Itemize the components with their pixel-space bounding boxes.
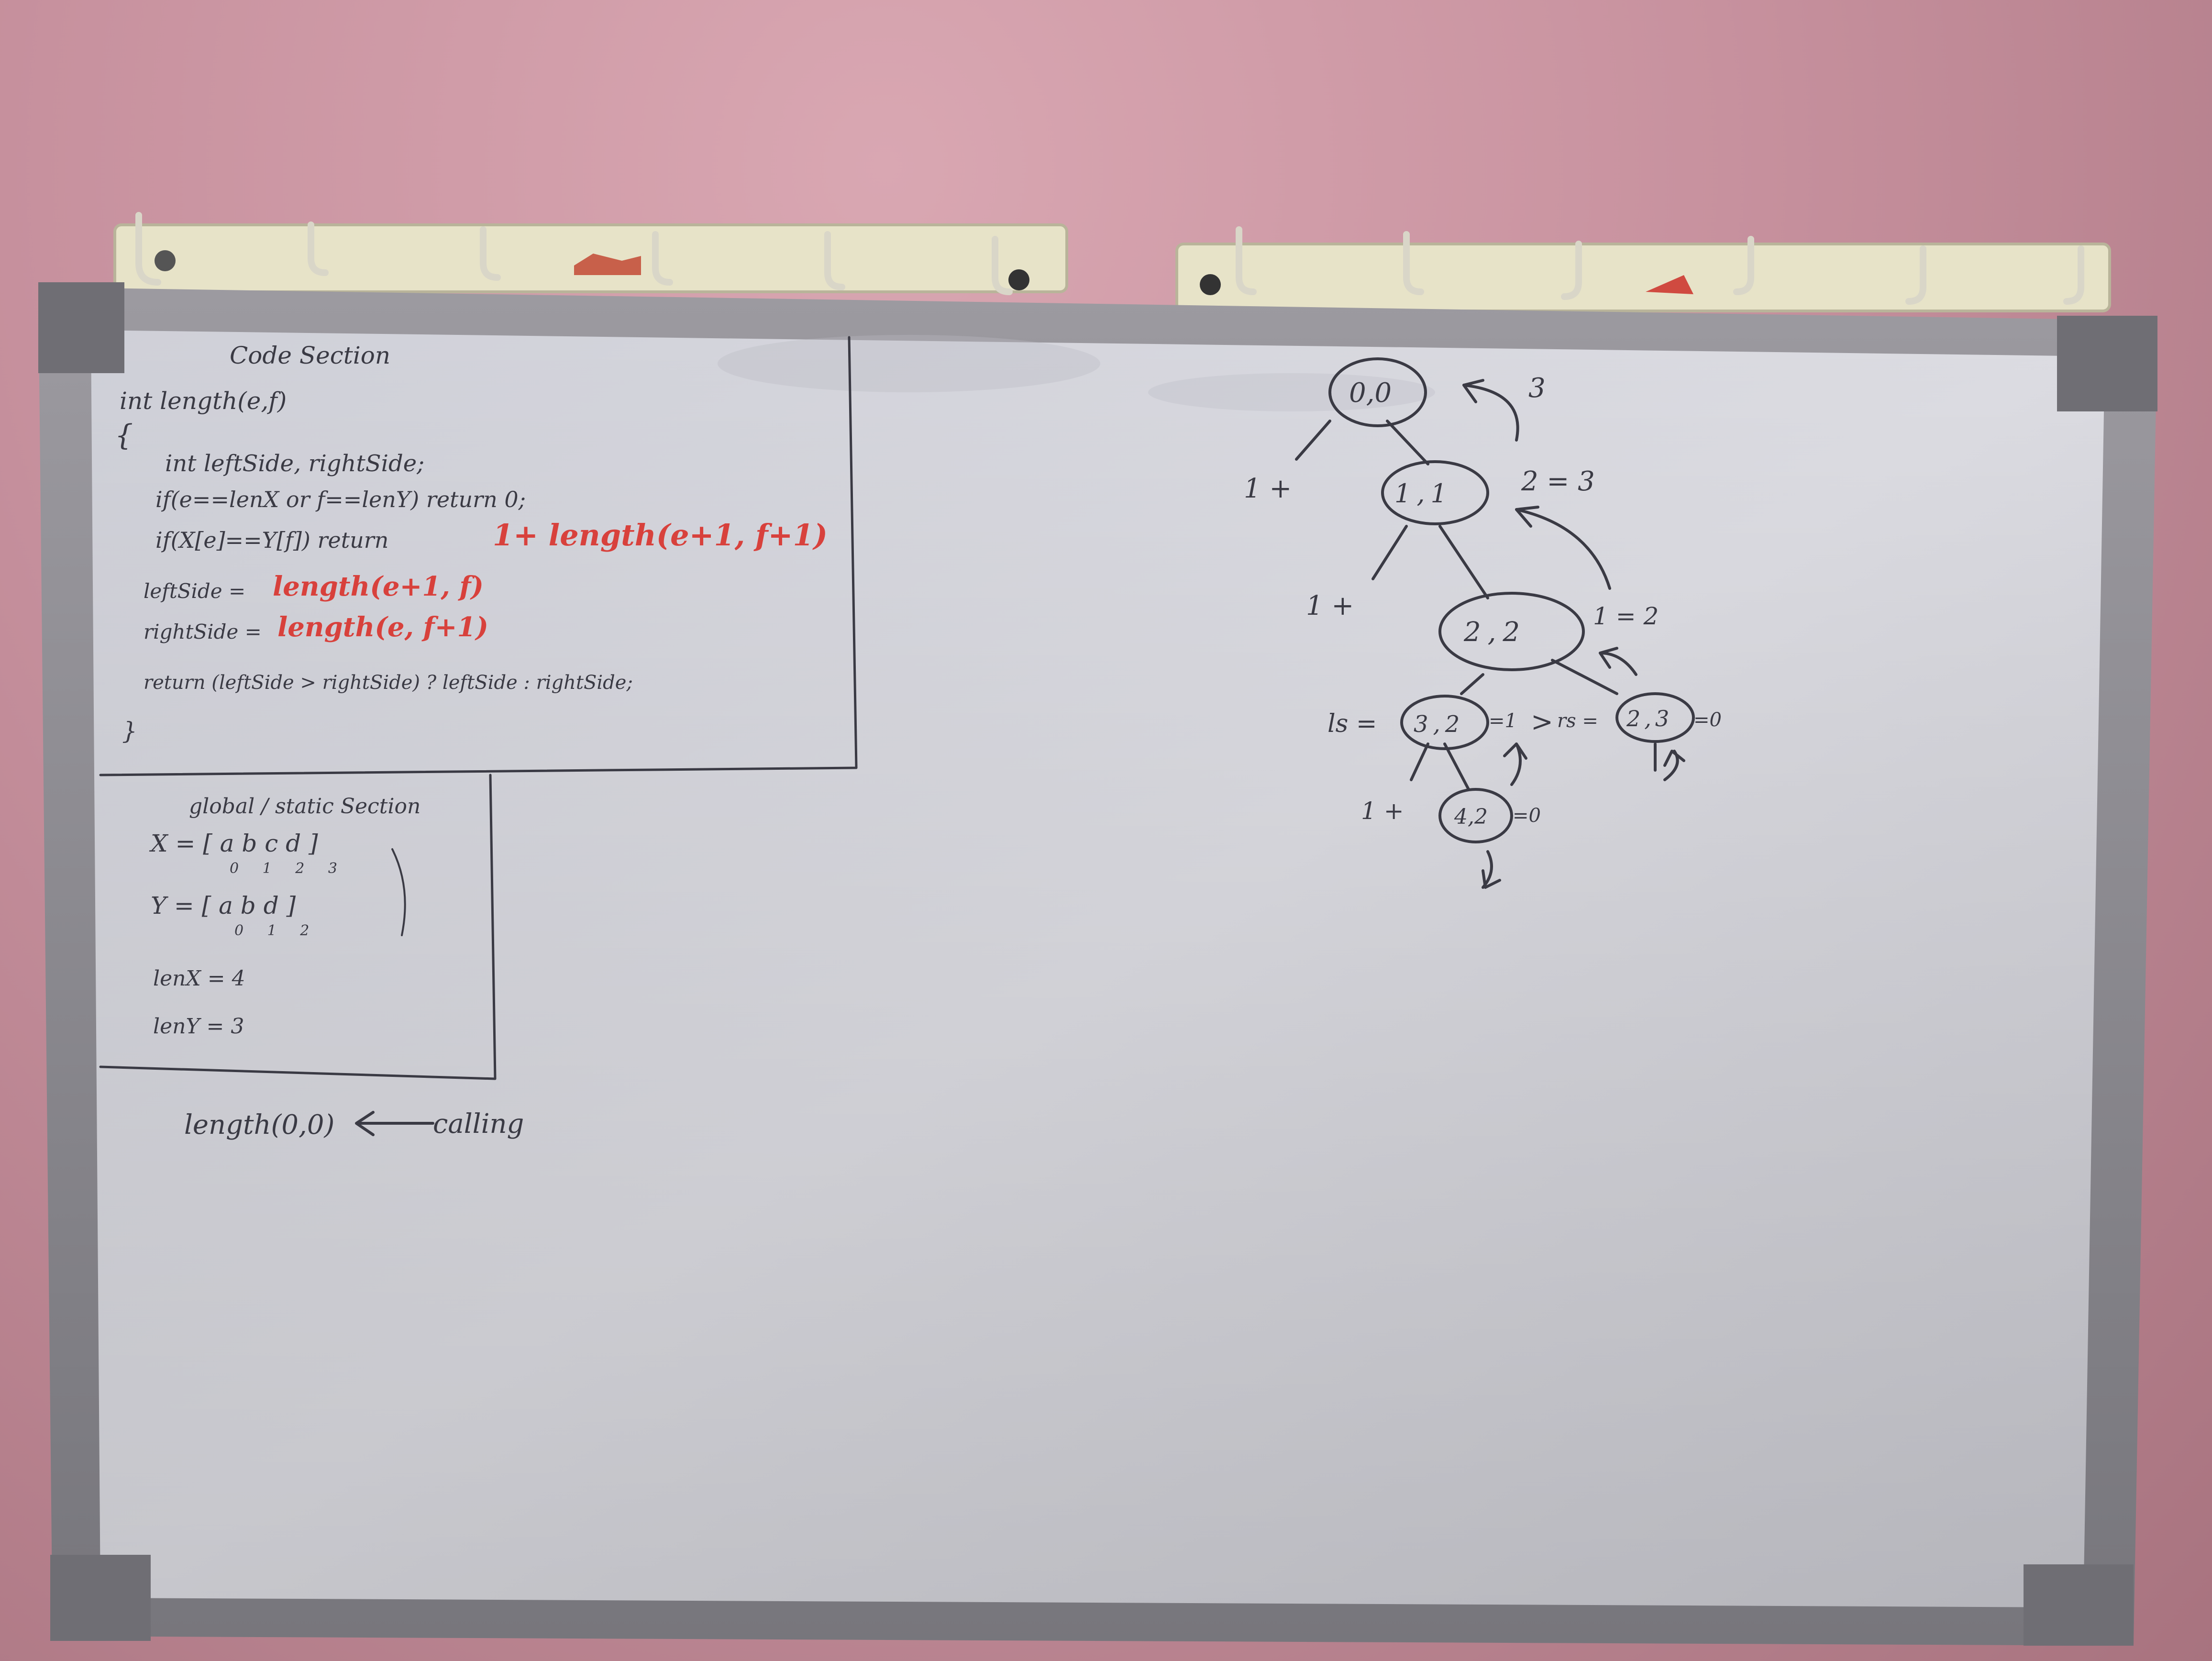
- right-side-label: rs =: [1557, 710, 1598, 732]
- node-2-3-result: =0: [1693, 709, 1722, 731]
- code-line-1: int length(e,f): [120, 387, 287, 415]
- node-4-2-result: =0: [1513, 805, 1541, 827]
- code-line-7-red: length(e, f+1): [277, 611, 488, 643]
- tree-node-2-3: 2,3: [1615, 692, 1695, 743]
- node-2-2-result: 1 = 2: [1593, 602, 1659, 630]
- global-section-title: global / static Section: [189, 794, 420, 819]
- tree-node-4-2: 4,2: [1438, 788, 1513, 843]
- x-indices: 0 1 2 3: [230, 860, 347, 877]
- compare-symbol: >: [1531, 707, 1553, 738]
- calling-call: length(0,0): [184, 1109, 334, 1141]
- frame-corner-tr: [2057, 316, 2157, 411]
- y-indices: 0 1 2: [234, 922, 319, 939]
- tree-node-1-1: 1,1: [1381, 460, 1489, 525]
- tree-node-0-0: 0,0: [1328, 357, 1427, 427]
- calling-arrow: [355, 1111, 422, 1136]
- frame-corner-tl: [38, 282, 124, 373]
- code-line-6-red: length(e+1, f): [273, 571, 484, 602]
- node-3-2-result: =1: [1489, 710, 1517, 732]
- one-plus-level-1: 1 +: [1244, 473, 1292, 504]
- frame-corner-bl: [50, 1555, 151, 1641]
- root-return-value: 3: [1528, 373, 1546, 404]
- code-section: Code Section int length(e,f) { int leftS…: [115, 342, 828, 745]
- y-array: Y = [ a b d ]: [151, 892, 296, 919]
- one-plus-level-4: 1 +: [1361, 797, 1404, 825]
- one-plus-level-2: 1 +: [1306, 590, 1354, 621]
- whiteboard: [38, 282, 2157, 1646]
- svg-text:0,0: 0,0: [1349, 377, 1392, 409]
- len-y: lenY = 3: [153, 1014, 244, 1039]
- code-line-9: }: [122, 717, 137, 745]
- frame-corner-br: [2024, 1564, 2134, 1646]
- section-borders: [99, 336, 858, 1080]
- tree-node-2-2: 2,2: [1438, 592, 1585, 671]
- calling-note: length(0,0) calling: [184, 1108, 524, 1141]
- code-line-6: leftSide =: [144, 579, 245, 603]
- calling-label: calling: [433, 1108, 524, 1140]
- len-x: lenX = 4: [153, 966, 245, 991]
- svg-text:4,2: 4,2: [1454, 805, 1488, 829]
- svg-text:1,1: 1,1: [1394, 478, 1453, 509]
- hook-rail-left: [113, 212, 1068, 295]
- code-line-5-red: 1+ length(e+1, f+1): [493, 518, 828, 553]
- code-line-8: return (leftSide > rightSide) ? leftSide…: [144, 672, 633, 694]
- left-side-label: ls =: [1327, 709, 1377, 738]
- svg-text:2,3: 2,3: [1626, 706, 1673, 731]
- svg-text:2,2: 2,2: [1463, 617, 1526, 648]
- code-line-3: int leftSide, rightSide;: [165, 450, 424, 477]
- recursion-tree: 0,0 1,1 2,2 3,2 2,3 4,2 3 1 + 2 = 3 1 + …: [1244, 357, 1722, 889]
- tree-node-3-2: 3,2: [1400, 695, 1489, 750]
- node-1-1-result: 2 = 3: [1521, 466, 1595, 497]
- hook-rail-right: [1175, 226, 2111, 312]
- global-section: global / static Section X = [ a b c d ] …: [149, 794, 420, 1039]
- svg-text:3,2: 3,2: [1414, 711, 1464, 738]
- x-array: X = [ a b c d ]: [149, 830, 318, 857]
- return-arrows: [1462, 379, 1685, 889]
- code-section-title: Code Section: [230, 342, 390, 369]
- code-line-4: if(e==lenX or f==lenY) return 0;: [155, 487, 526, 512]
- code-line-2: {: [115, 419, 133, 452]
- code-line-7: rightSide =: [144, 620, 262, 643]
- tree-edges: [1295, 420, 1657, 791]
- code-line-5: if(X[e]==Y[f]) return: [155, 527, 388, 553]
